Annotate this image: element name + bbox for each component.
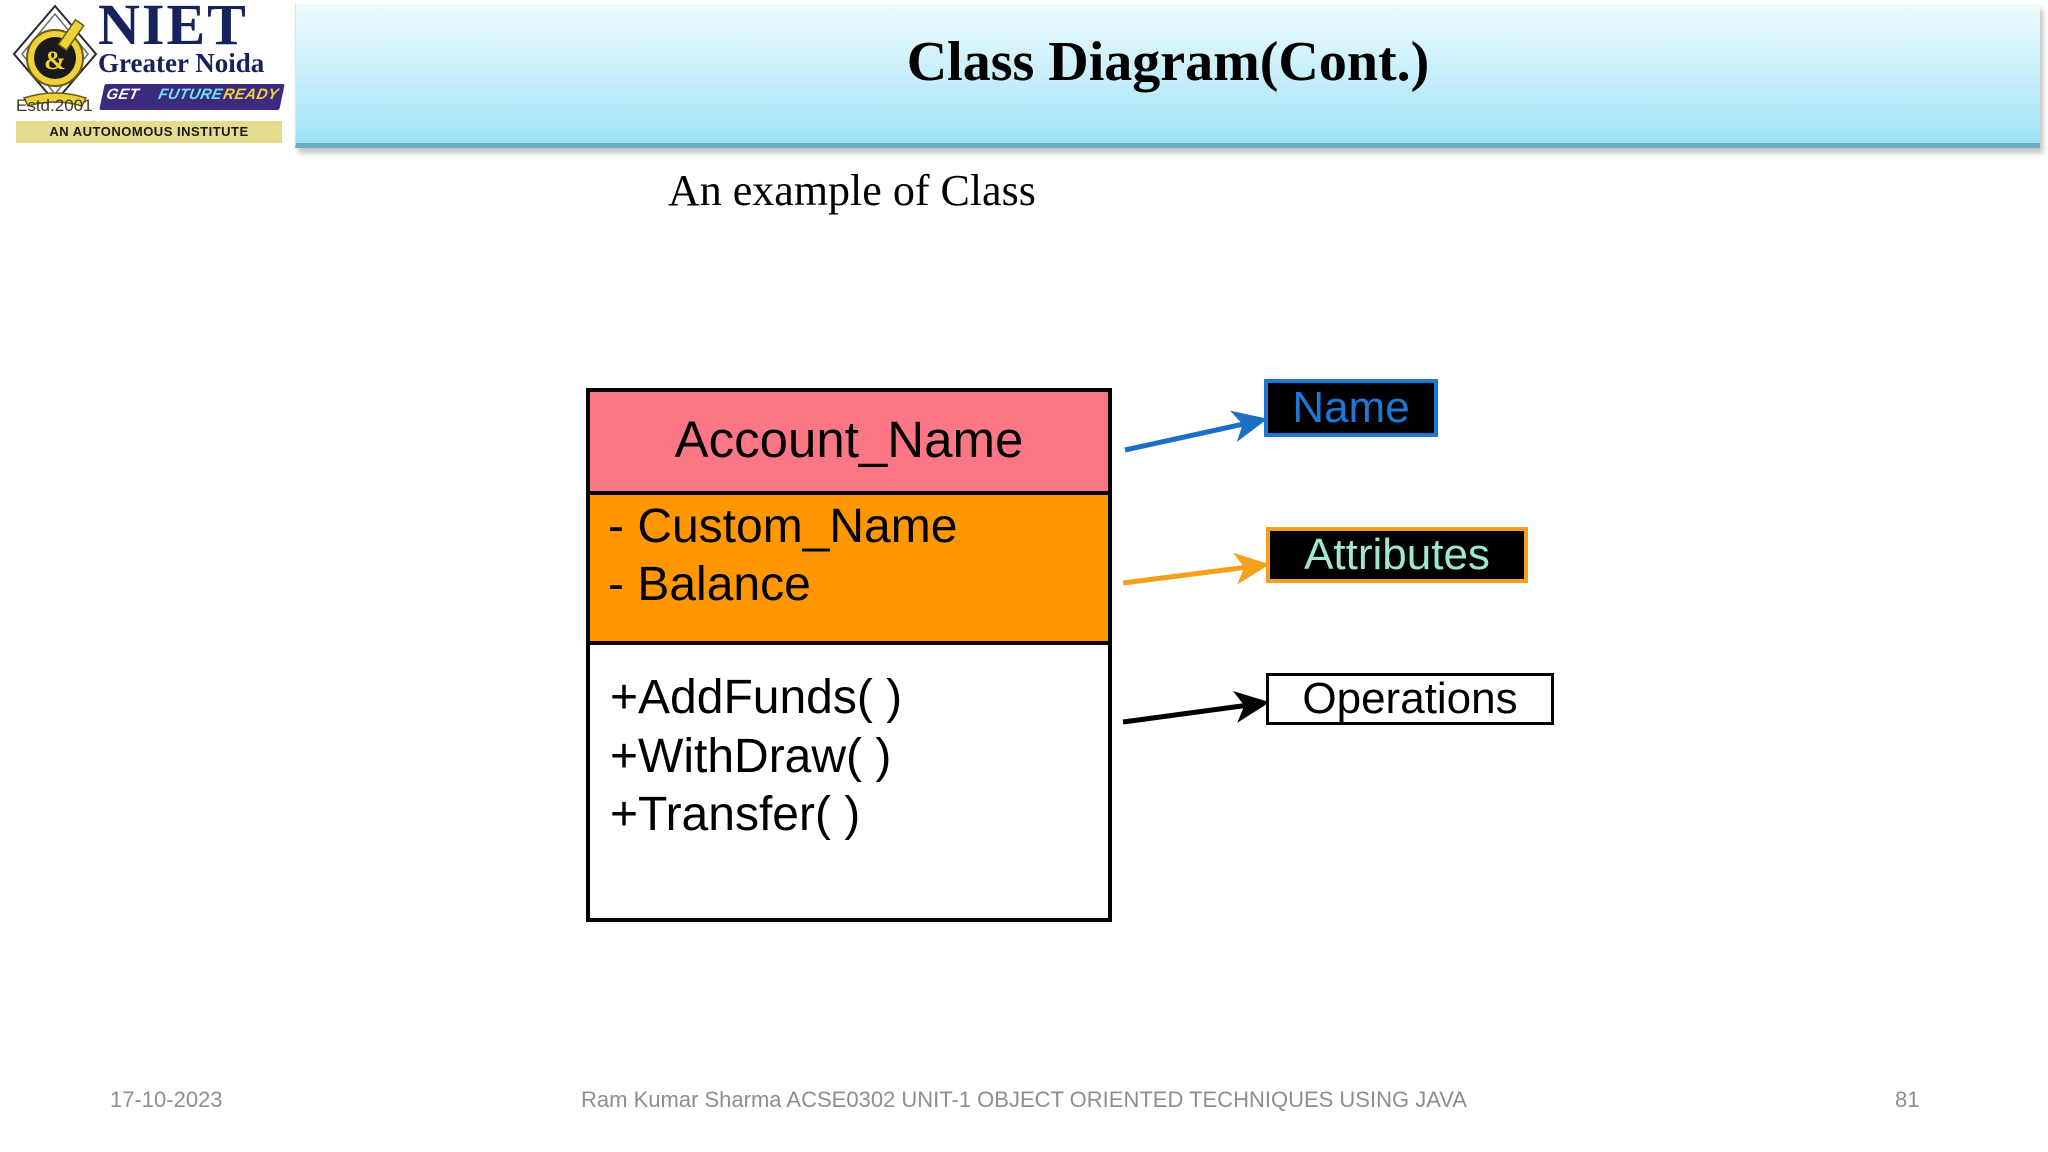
uml-operation-item: +AddFunds( )	[610, 671, 903, 724]
logo-autonomous-banner: AN AUTONOMOUS INSTITUTE	[16, 121, 282, 143]
annotation-label-attributes: Attributes	[1266, 527, 1528, 583]
slide-subtitle: An example of Class	[668, 166, 1036, 215]
tagline-future: FUTURE	[156, 86, 225, 103]
tagline-ready: READY	[221, 86, 281, 103]
arrow-operations	[1122, 690, 1270, 725]
logo-niet-text: NIET	[98, 0, 248, 57]
uml-class-name-section: Account_Name	[590, 392, 1108, 495]
uml-operation-item: +Transfer( )	[610, 788, 861, 842]
uml-attribute-item: - Balance	[608, 558, 811, 612]
logo-established-text: Estd.2001	[16, 96, 93, 115]
footer-course-info: Ram Kumar Sharma ACSE0302 UNIT-1 OBJECT …	[581, 1087, 1467, 1112]
annotation-label-name: Name	[1264, 379, 1438, 437]
institute-crest-icon: &	[12, 4, 98, 107]
uml-operation-item: +WithDraw( )	[610, 729, 892, 783]
footer-page-number: 81	[1895, 1087, 1920, 1112]
svg-text:&: &	[44, 46, 66, 75]
tagline-get: GET	[104, 86, 141, 103]
uml-attribute-item: - Custom_Name	[608, 500, 958, 553]
footer-date: 17-10-2023	[110, 1087, 223, 1112]
logo-location-text: Greater Noida	[98, 48, 265, 78]
uml-operations-section: +AddFunds( ) +WithDraw( ) +Transfer( )	[590, 645, 1108, 918]
institute-logo: & NIET Greater Noida GET FUTURE READY Es…	[6, 0, 288, 146]
slide-title: Class Diagram(Cont.)	[906, 31, 1430, 93]
slide-title-banner: Class Diagram(Cont.)	[295, 4, 2040, 148]
uml-class-name: Account_Name	[674, 411, 1024, 468]
arrow-name	[1124, 410, 1268, 453]
uml-class-box: Account_Name - Custom_Name - Balance +Ad…	[586, 388, 1112, 922]
annotation-label-operations: Operations	[1266, 673, 1554, 725]
arrow-attributes	[1122, 552, 1270, 586]
logo-tagline: GET FUTURE READY	[99, 84, 285, 110]
uml-attributes-section: - Custom_Name - Balance	[590, 495, 1108, 645]
